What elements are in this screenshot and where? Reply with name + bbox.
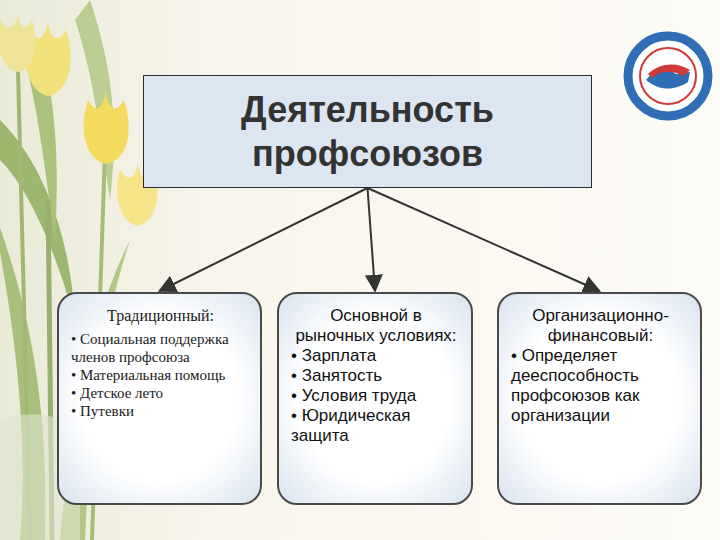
bullet-item: • Путевки — [71, 402, 250, 420]
bullet-item: • Зарплата — [291, 346, 461, 366]
category-box: Организационно-финансовый:• Определяет д… — [497, 292, 702, 505]
box-heading: Традиционный: — [71, 306, 250, 326]
leaf — [0, 120, 75, 320]
bullet-item: • Занятость — [291, 366, 461, 386]
bullet-item: • Детское лето — [71, 384, 250, 402]
bullet-item: • Материальная помощь — [71, 366, 250, 384]
union-logo — [628, 36, 708, 116]
leaf — [75, 0, 114, 200]
category-box: Основной в рыночных условиях:• Зарплата•… — [277, 292, 473, 505]
logo-hand — [648, 64, 690, 78]
bullet-item: • Определяет дееспособность профсоюзов к… — [511, 346, 690, 426]
box-heading: Организационно-финансовый: — [511, 306, 690, 346]
bullet-item: • Условия труда — [291, 386, 461, 406]
box-heading: Деятельность профсоюзов — [160, 88, 575, 176]
box-heading: Основной в рыночных условиях: — [291, 306, 461, 346]
connector-arrow — [160, 188, 368, 291]
bullet-item: • Юридическая защита — [291, 406, 461, 446]
tulip-head — [84, 92, 129, 164]
connector-arrow — [368, 188, 600, 291]
bullet-item: • Социальная поддержка членов профсоюза — [71, 330, 250, 366]
logo-inner — [640, 48, 696, 104]
tulip-head — [0, 14, 36, 72]
category-box: Традиционный: • Социальная поддержка член… — [57, 292, 262, 505]
logo-ring — [628, 36, 708, 116]
connector-arrow — [368, 188, 376, 291]
title-box: Деятельность профсоюзов — [143, 75, 592, 188]
